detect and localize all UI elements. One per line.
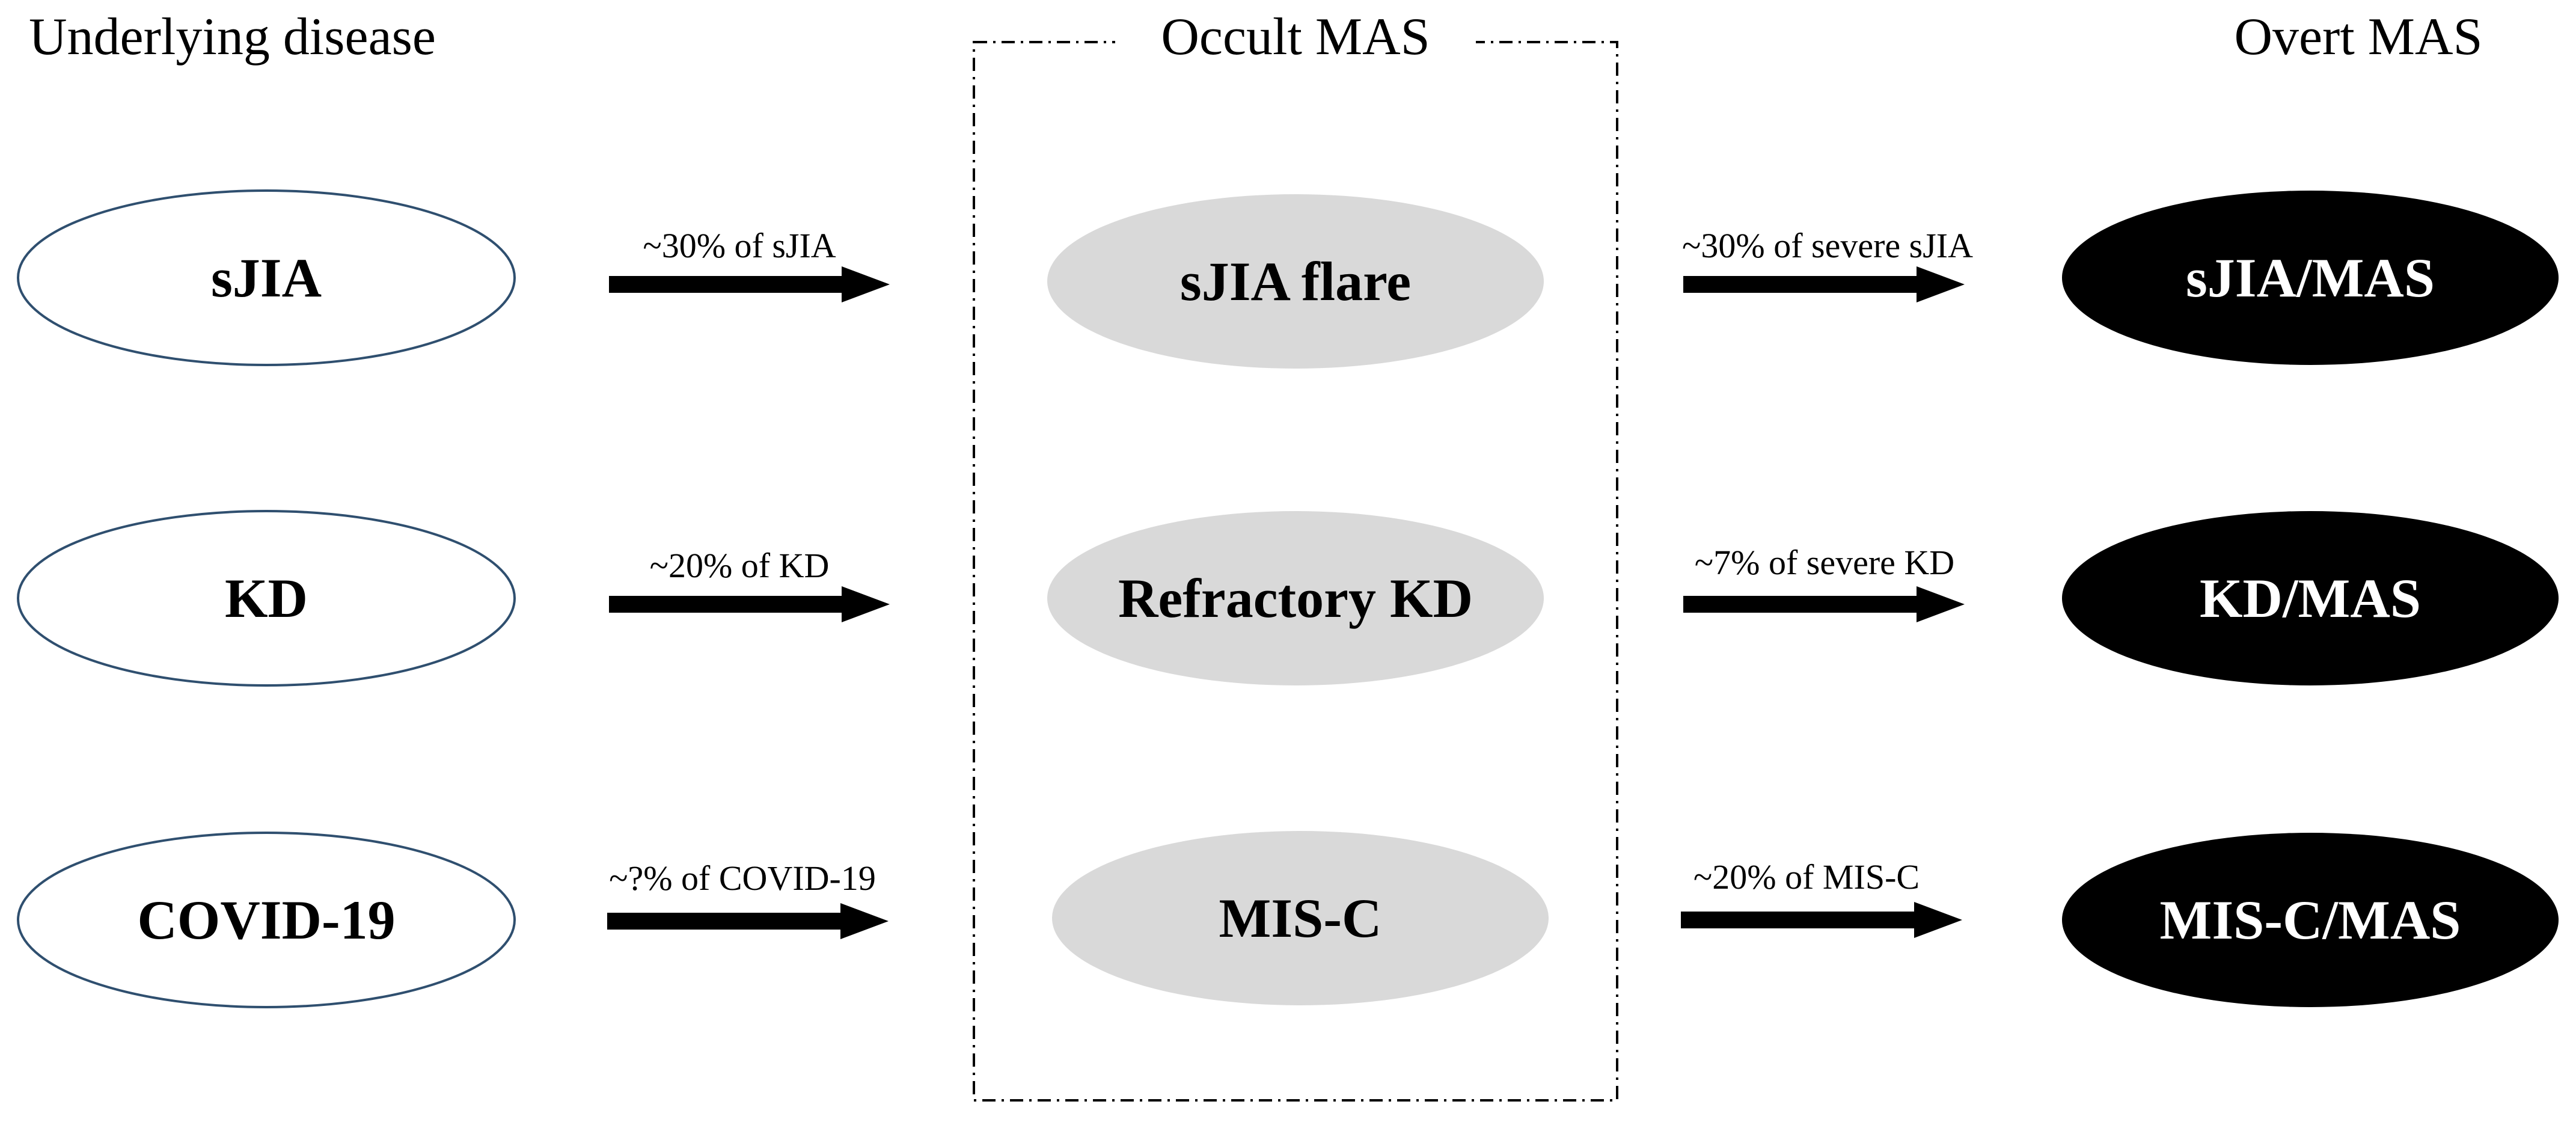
- occult-node-refractory-kd: [1047, 511, 1544, 685]
- arrow1-label: ~20% of KD: [650, 546, 830, 585]
- overt-label: sJIA/MAS: [2186, 247, 2435, 308]
- occult-label: MIS-C: [1219, 887, 1382, 949]
- overt-node-sjia-mas: [2062, 191, 2559, 365]
- arrow-right-icon: [607, 903, 889, 939]
- overt-label: MIS-C/MAS: [2160, 889, 2461, 951]
- row-covid-19: COVID-19 ~?% of COVID-19 MIS-C ~20% of M…: [17, 831, 2559, 1008]
- arrow2-label: ~20% of MIS-C: [1693, 857, 1920, 896]
- overt-node-kd-mas: [2062, 511, 2559, 685]
- underlying-label: sJIA: [211, 247, 322, 308]
- row-kd: KD ~20% of KD Refractory KD ~7% of sever…: [17, 510, 2559, 687]
- occult-node-mis-c: [1052, 831, 1549, 1005]
- overt-label: KD/MAS: [2200, 568, 2421, 629]
- arrow-right-icon: [609, 266, 890, 302]
- arrow-right-icon: [1683, 586, 1965, 622]
- arrow2-label: ~30% of severe sJIA: [1682, 226, 1973, 265]
- occult-label: sJIA flare: [1180, 251, 1411, 312]
- header-underlying-disease: Underlying disease: [29, 8, 436, 66]
- overt-node-mis-c-mas: [2062, 833, 2559, 1007]
- occult-mas-box: [973, 12, 1618, 1102]
- arrow2-label: ~7% of severe KD: [1695, 543, 1954, 582]
- underlying-node-covid-19: [17, 832, 516, 1008]
- underlying-label: KD: [225, 568, 308, 629]
- underlying-node-kd: [17, 510, 516, 687]
- arrow1-label: ~30% of sJIA: [643, 226, 836, 265]
- header-occult-mas: Occult MAS: [1161, 8, 1430, 66]
- arrow-right-icon: [609, 586, 890, 622]
- arrow-right-icon: [1681, 902, 1962, 938]
- occult-node-sjia-flare: [1047, 194, 1544, 369]
- occult-label: Refractory KD: [1118, 568, 1473, 629]
- underlying-label: COVID-19: [137, 889, 395, 951]
- arrow-right-icon: [1683, 266, 1965, 302]
- underlying-node-sjia: [17, 189, 516, 366]
- row-sjia: sJIA ~30% of sJIA sJIA flare ~30% of sev…: [17, 189, 2559, 369]
- header-overt-mas: Overt MAS: [2234, 8, 2482, 66]
- arrow1-label: ~?% of COVID-19: [609, 859, 876, 898]
